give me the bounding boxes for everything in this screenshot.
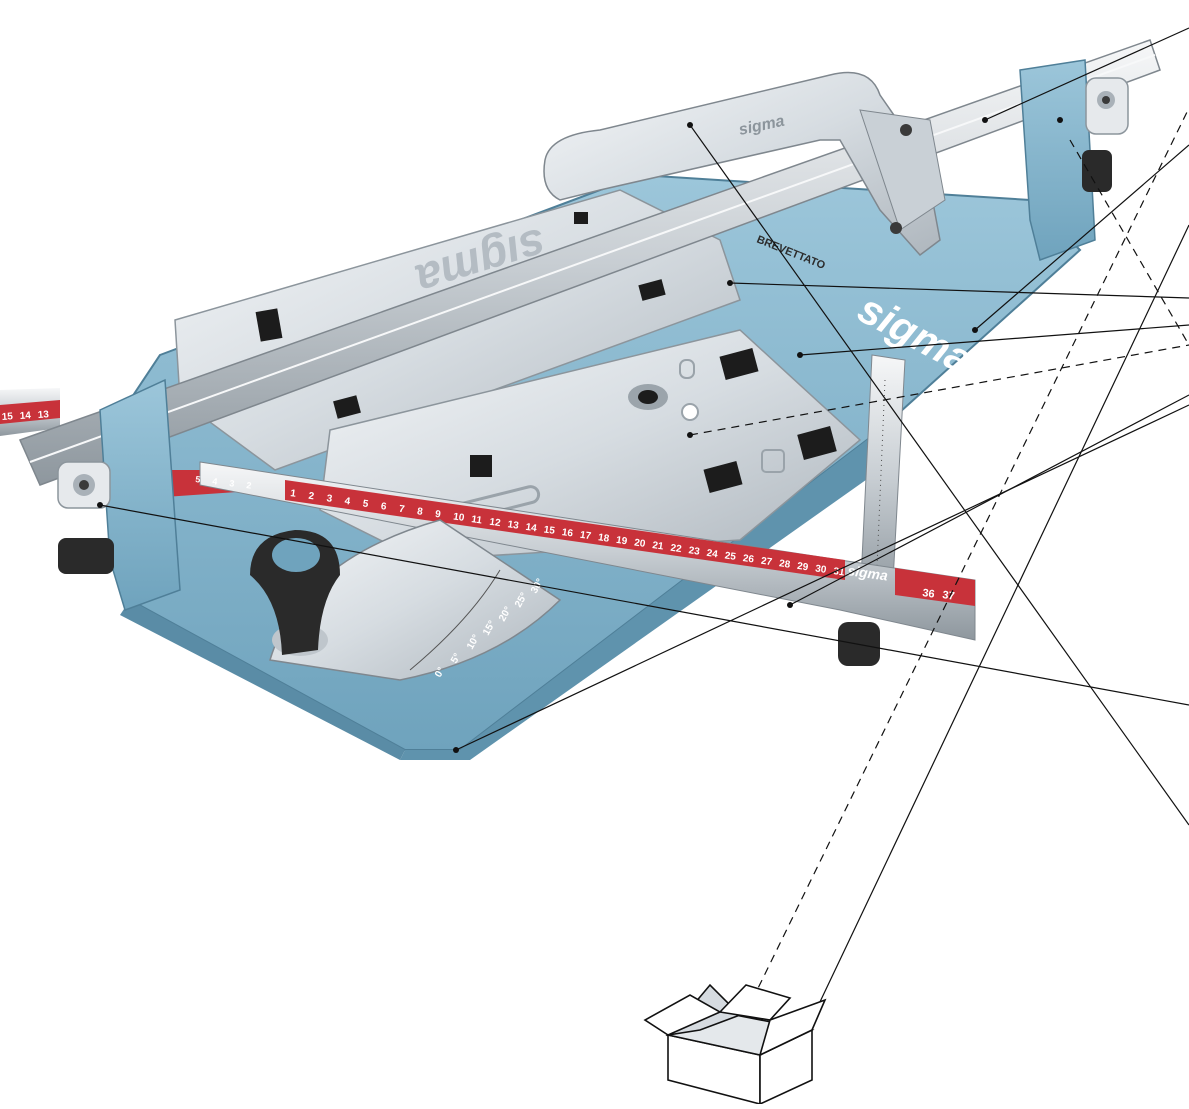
ruler-tick-label: 22 xyxy=(670,543,683,556)
ruler-tick-label: 16 xyxy=(561,527,574,540)
ruler-tick-label: 21 xyxy=(652,540,665,553)
ruler-tick-label: 25 xyxy=(724,550,737,563)
ruler-tick-label: 10 xyxy=(452,511,465,524)
ruler-tick-label: 4 xyxy=(212,476,218,487)
ruler-logo: sigma xyxy=(847,562,890,584)
ruler-tick-label: 23 xyxy=(688,545,701,558)
ruler-tick-label: 18 xyxy=(597,532,610,545)
ruler-tick-label: 12 xyxy=(489,517,502,530)
ruler-tick-label: 27 xyxy=(760,556,773,569)
ruler-tick-label: 28 xyxy=(778,558,791,571)
ruler-tick-label: 8 xyxy=(416,506,423,518)
ruler-tick-label: 36 xyxy=(922,587,936,601)
ruler-tick-label: 17 xyxy=(579,530,592,543)
ruler-tick-label: 15 xyxy=(543,524,556,537)
ruler-tick-label: 13 xyxy=(37,409,49,421)
protractor-degree-label: 5° xyxy=(449,652,463,666)
ruler-tick-label: 24 xyxy=(706,548,719,561)
cutting-handle: sigma xyxy=(543,71,946,257)
protractor-lock-knob xyxy=(250,530,340,656)
ruler-tick-label: 20 xyxy=(633,537,646,550)
ruler-tick-label: 29 xyxy=(796,561,809,574)
ruler-tick-label: 13 xyxy=(507,519,520,532)
ruler-tick-label: 2 xyxy=(308,491,315,503)
ruler-tick-label: 6 xyxy=(380,501,387,513)
ruler-tick-label: 3 xyxy=(229,478,235,489)
ruler-tick-label: 9 xyxy=(434,509,441,521)
ruler-tick-label: 11 xyxy=(471,514,483,526)
ruler-tick-label: 19 xyxy=(615,535,628,548)
ruler-tick-label: 1 xyxy=(290,488,297,500)
ruler-tick-label: 4 xyxy=(344,496,351,508)
ruler-tick-label: 5 xyxy=(195,474,201,485)
ruler-tick-label: 31 xyxy=(833,566,846,579)
protractor-degree-label: 0° xyxy=(433,666,447,680)
ruler-tick-label: 2 xyxy=(246,480,252,491)
ruler-tick-label: 5 xyxy=(362,498,369,510)
ruler-tick-label: 15 xyxy=(1,411,13,423)
ruler-tick-label: 14 xyxy=(19,410,31,422)
ruler-tick-label: 37 xyxy=(942,589,956,603)
right-end-support xyxy=(1019,59,1129,261)
ruler-tick-label: 7 xyxy=(398,504,405,516)
ruler-tick-label: 14 xyxy=(525,522,538,535)
ruler-tick-label: 30 xyxy=(814,563,827,576)
ruler-left-tick-labels: 15 14 13 xyxy=(1,409,49,423)
ruler-tick-label: 3 xyxy=(326,493,333,505)
left-end-support xyxy=(57,378,181,611)
open-box-icon xyxy=(643,983,827,1106)
ruler-tick-label: 26 xyxy=(742,553,755,566)
side-square xyxy=(859,354,906,601)
leader-lines xyxy=(99,27,1189,1066)
dashed-leader-lines xyxy=(689,107,1189,1026)
